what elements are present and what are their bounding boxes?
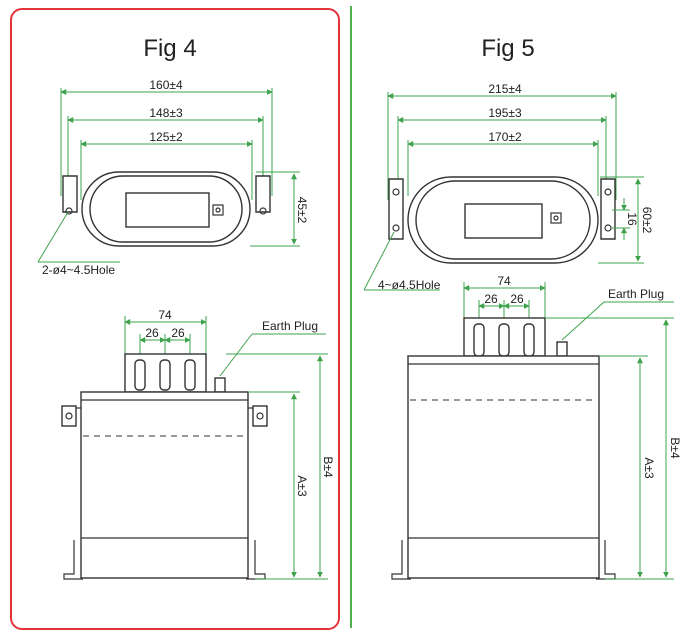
- fig5-dim-26a: 26: [484, 292, 498, 306]
- fig5: Fig 5 215±4 195±3 170±2 60±2: [363, 35, 682, 580]
- fig5-dim-a: A±3: [642, 457, 656, 479]
- fig5-left-bracket: [388, 178, 404, 240]
- fig4-hole-leader: [37, 211, 69, 263]
- fig5-hole: [604, 188, 612, 196]
- fig5-dim-195: 195±3: [488, 106, 522, 120]
- fig5-earth-label: Earth Plug: [608, 287, 664, 301]
- fig4-lug-right: [252, 405, 268, 427]
- fig4-earth-icon: [212, 204, 224, 216]
- fig4-hole: [259, 207, 267, 215]
- fig5-earth-icon: [550, 212, 562, 224]
- fig4-dim-b: B±4: [321, 456, 335, 478]
- fig4-lug-hole: [256, 412, 264, 420]
- fig5-hole-leader: [363, 231, 395, 291]
- fig4-can-body: [80, 391, 249, 579]
- fig5-can-body: [407, 355, 600, 579]
- fig4-foot-left: [63, 540, 83, 580]
- fig5-terminal: [473, 323, 485, 357]
- fig4-lug-left: [61, 405, 77, 427]
- fig5-hole: [392, 224, 400, 232]
- fig4-earth-icon-dot: [215, 207, 221, 213]
- fig5-earth-icon-dot: [553, 215, 559, 221]
- fig4-foot-right: [246, 540, 266, 580]
- fig5-terminal: [523, 323, 535, 357]
- fig5-dim-170: 170±2: [488, 130, 522, 144]
- fig4-title: Fig 4: [143, 35, 196, 62]
- fig4-left-bracket: [62, 175, 78, 213]
- fig4-earth-plug: [214, 377, 226, 393]
- fig4-earth-label: Earth Plug: [262, 319, 318, 333]
- fig4-dim-160: 160±4: [149, 78, 183, 92]
- fig5-title: Fig 5: [481, 35, 534, 62]
- fig4-earth-leader: [219, 333, 253, 377]
- fig5-earth-plug: [556, 341, 568, 357]
- fig5-dim-215: 215±4: [488, 82, 522, 96]
- fig4-right-bracket: [255, 175, 271, 213]
- fig4-dim-26b: 26: [171, 326, 185, 340]
- fig4-lug-hole: [65, 412, 73, 420]
- fig5-dim-16: 16: [625, 212, 639, 226]
- fig4-hole-label: 2-ø4~4.5Hole: [42, 263, 115, 277]
- fig5-hole: [604, 224, 612, 232]
- fig5-dim-26b: 26: [510, 292, 524, 306]
- fig5-earth-leader: [561, 301, 605, 341]
- fig4-dim-148: 148±3: [149, 106, 183, 120]
- fig4-frame: [10, 8, 340, 630]
- fig5-dim-60: 60±2: [640, 207, 654, 234]
- fig4: Fig 4 160±4 148±3 125±2 45±2 2-ø4~4.5Ho: [37, 35, 335, 580]
- fig4-hole: [65, 207, 73, 215]
- fig4-dim-26a: 26: [145, 326, 159, 340]
- fig5-hole-label: 4~ø4.5Hole: [378, 278, 441, 292]
- fig4-dim-74: 74: [158, 308, 172, 322]
- fig5-right-bracket: [600, 178, 616, 240]
- fig5-hole: [392, 188, 400, 196]
- fig5-dim-74: 74: [497, 274, 511, 288]
- fig4-dim-125: 125±2: [149, 130, 183, 144]
- fig4-terminal: [184, 359, 196, 391]
- fig5-label-plate: [464, 203, 543, 239]
- fig5-terminal: [498, 323, 510, 357]
- fig4-terminal: [159, 359, 171, 391]
- figure-divider: [350, 6, 352, 628]
- fig4-label-plate: [125, 192, 210, 228]
- fig5-dim-b: B±4: [668, 437, 682, 459]
- fig4-dim-45: 45±2: [295, 197, 309, 224]
- fig4-terminal: [134, 359, 146, 391]
- fig5-foot-left: [391, 540, 411, 580]
- fig4-dim-a: A±3: [295, 475, 309, 497]
